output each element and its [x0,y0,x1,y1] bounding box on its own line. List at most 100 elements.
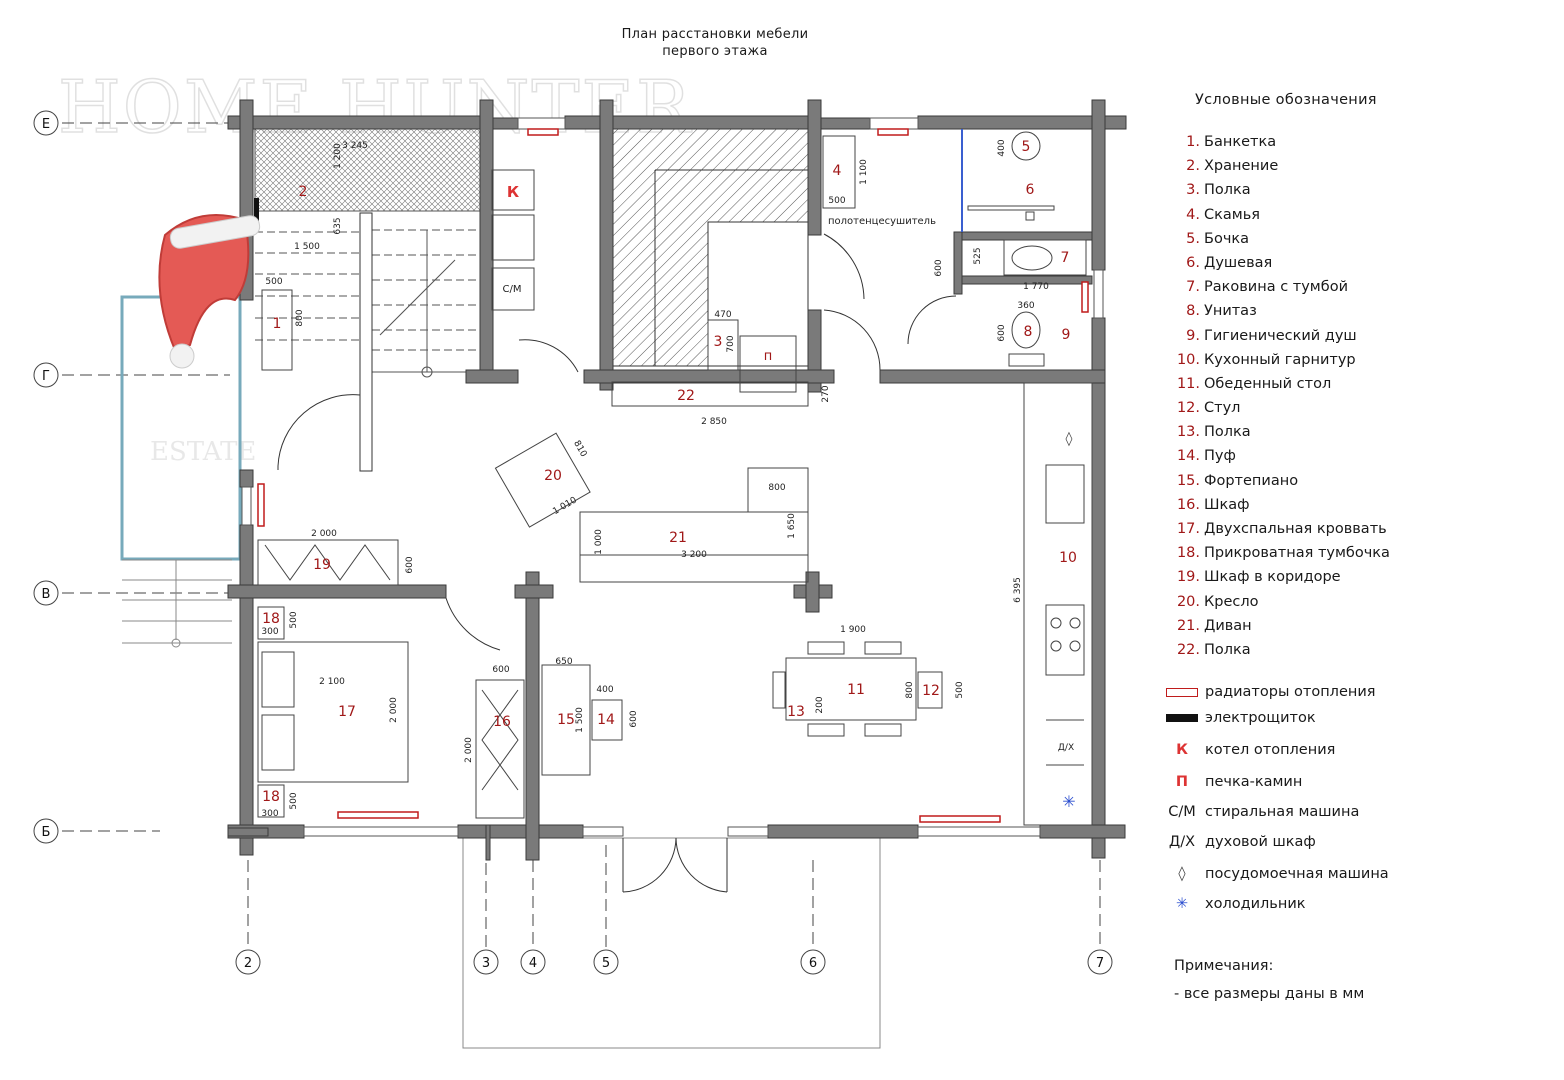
legend-item: 20.Кресло [1170,590,1550,614]
dim: 1 900 [840,625,866,635]
legend-item: 8.Унитаз [1170,299,1550,323]
dim: 1 000 [594,529,604,555]
walls [227,99,1127,861]
legend-item-number: 13. [1176,424,1200,441]
electrical-panel [254,198,259,228]
dim: 1 100 [859,159,869,185]
washer [491,267,535,311]
tag-1: 1 [273,316,282,332]
tag-20: 20 [544,468,562,484]
legend-item-number: 5. [1186,230,1200,247]
dim: 635 [333,217,343,234]
dim: 500 [828,196,845,206]
legend-item-label: Унитаз [1204,303,1257,320]
dim: 1 770 [1023,282,1049,292]
stove [739,335,797,393]
tag-15: 15 [557,712,575,728]
legend-item-label: Бочка [1204,230,1250,247]
tag-16: 16 [493,714,511,730]
dim: 300 [261,809,278,819]
legend-item-number: 19. [1176,569,1200,586]
legend-item-label: Прикроватная тумбочка [1204,545,1390,562]
sink-cabinet [1003,239,1087,276]
legend-item-number: 9. [1186,327,1200,344]
towel-dryer-label: полотенцесушитель [828,216,936,227]
legend-item-number: 10. [1176,351,1200,368]
legend-item-label: Шкаф [1204,496,1250,513]
dim: 1 650 [787,513,797,539]
tag-14: 14 [597,712,615,728]
fridge-legend-icon: ✳ [1175,896,1189,912]
kitchen-set [1023,382,1093,826]
dim: 200 [815,696,825,713]
dim: 6 395 [1013,577,1023,603]
legend-dishwasher: ◊посудомоечная машина [1165,866,1555,882]
boiler [491,169,535,211]
piano [541,664,591,776]
axis-label-3: 3 [482,956,490,971]
legend-item: 16.Шкаф [1170,493,1550,517]
dim: 800 [768,483,785,493]
legend-item-label: Шкаф в коридоре [1204,569,1341,586]
legend-item-number: 20. [1176,593,1200,610]
dim: 600 [405,556,415,573]
legend-item-label: Душевая [1204,254,1273,271]
legend-item-number: 15. [1176,472,1200,489]
dim: 300 [261,627,278,637]
legend-fridge: ✳холодильник [1165,896,1555,912]
dim: 525 [973,247,983,264]
dim: 2 000 [389,697,399,723]
legend-item-number: 14. [1176,448,1200,465]
barrel [1011,131,1041,161]
double-bed [257,641,409,783]
legend-item-number: 12. [1176,400,1200,417]
legend-item: 6.Душевая [1170,251,1550,275]
page-title: План расстановки мебели первого этажа [621,27,809,59]
storage-area [254,127,486,212]
dim: 470 [714,310,731,320]
legend-item-number: 2. [1186,158,1200,175]
dishwasher-legend-icon: ◊ [1178,866,1186,882]
dim: 600 [997,324,1007,341]
legend-item: 17.Двухспальная кроввать [1170,517,1550,541]
staircase [255,229,485,378]
axis-label-6: 6 [809,956,817,971]
corridor-wardrobe [257,539,399,586]
dining-table [785,657,917,721]
legend-item-label: Полка [1204,641,1251,658]
tag-11: 11 [847,682,865,698]
dim: 1 500 [294,242,320,252]
dim: 2 000 [464,737,474,763]
axis-label-5: 5 [602,956,610,971]
boiler-mark: К [507,183,520,201]
tag-19: 19 [313,557,331,573]
dim: 700 [726,335,736,352]
legend-item-label: Пуф [1204,448,1236,465]
shelf-22 [611,381,809,407]
legend-item: 10.Кухонный гарнитур [1170,348,1550,372]
axis-label-e: Е [42,117,50,132]
dim: 500 [289,611,299,628]
dim: 500 [955,681,965,698]
tag-3: 3 [714,334,723,350]
shower [967,205,1055,211]
dim: 2 100 [319,677,345,687]
legend-item-number: 6. [1186,254,1200,271]
legend-item: 18.Прикроватная тумбочка [1170,541,1550,565]
sofa [579,511,809,583]
legend-item-number: 22. [1176,641,1200,658]
notes-title: Примечания: [1174,958,1274,974]
wardrobe [475,679,525,819]
armchair [494,432,591,528]
tag-21: 21 [669,530,687,546]
notes-text: - все размеры даны в мм [1174,986,1365,1002]
legend-item: 3.Полка [1170,178,1550,202]
legend-item: 7.Раковина с тумбой [1170,275,1550,299]
legend-item: 2.Хранение [1170,154,1550,178]
legend-radiators: радиаторы отопления [1165,684,1555,700]
dim: 810 [571,439,588,459]
dim: 500 [289,792,299,809]
